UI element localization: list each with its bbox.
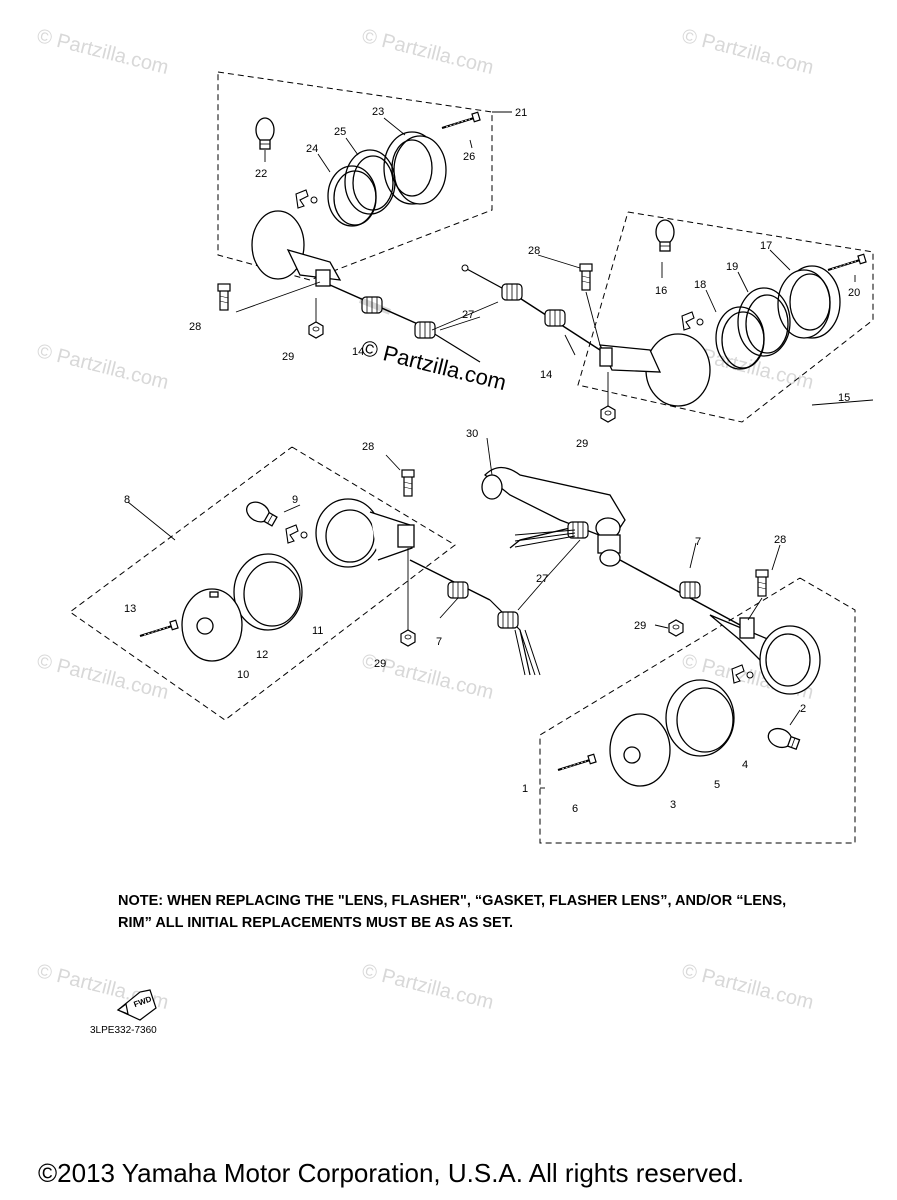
gasket-ring [665, 679, 735, 757]
callout-3: 3 [670, 799, 676, 811]
copyright: ©2013 Yamaha Motor Corporation, U.S.A. A… [38, 1158, 745, 1188]
diagram-code: 3LPE332-7360 [90, 1025, 157, 1036]
callout-13: 13 [124, 603, 136, 615]
flasher-housing [709, 614, 821, 695]
callout-5: 5 [714, 779, 720, 791]
callout-9: 9 [292, 494, 298, 506]
callout-22: 22 [255, 168, 267, 180]
callout-14b: 14 [540, 369, 552, 381]
callout-23: 23 [372, 106, 384, 118]
upper-left-flasher-group [217, 71, 493, 363]
callout-21: 21 [515, 107, 527, 119]
callout-28c: 28 [362, 441, 374, 453]
callout-11: 11 [312, 625, 323, 637]
gasket-ring [737, 287, 791, 357]
callout-19: 19 [726, 261, 738, 273]
callout-7b: 7 [695, 536, 701, 548]
callout-29b: 29 [576, 438, 588, 450]
callout-29d: 29 [634, 620, 646, 632]
callout-6: 6 [572, 803, 578, 815]
upper-right-flasher-group [431, 211, 874, 423]
flasher-housing [598, 333, 711, 407]
callout-28b: 28 [528, 245, 540, 257]
gasket-ring [233, 553, 303, 631]
callout-14a: 14 [352, 346, 364, 358]
callout-26: 26 [463, 151, 475, 163]
lens-ring [715, 306, 765, 370]
callout-8: 8 [124, 494, 130, 506]
callout-27b: 27 [536, 573, 548, 585]
callout-10: 10 [237, 669, 249, 681]
callout-20: 20 [848, 287, 860, 299]
callout-29c: 29 [374, 658, 386, 670]
callout-27a: 27 [462, 309, 474, 321]
callout-12: 12 [256, 649, 268, 661]
rim-ring [383, 131, 447, 205]
callout-29a: 29 [282, 351, 294, 363]
callouts: 21 22 23 25 24 26 28 29 14 27 28 16 17 1… [124, 106, 860, 815]
callout-28d: 28 [774, 534, 786, 546]
callout-16: 16 [655, 285, 667, 297]
bracket-stay [481, 466, 626, 567]
rim-lens [181, 588, 243, 662]
lower-right-flasher-group [539, 559, 856, 844]
callout-28a: 28 [189, 321, 201, 333]
callout-18: 18 [694, 279, 706, 291]
callout-17: 17 [760, 240, 772, 252]
rim-lens [609, 713, 671, 787]
rim-ring [777, 265, 841, 339]
callout-24: 24 [306, 143, 318, 155]
lens-ring [327, 165, 377, 227]
callout-30: 30 [466, 428, 478, 440]
callout-4: 4 [742, 759, 748, 771]
lower-left-flasher-group [69, 446, 541, 721]
flasher-housing [251, 210, 342, 287]
leader-lines [127, 111, 874, 789]
callout-15: 15 [838, 392, 850, 404]
callout-1: 1 [522, 783, 528, 795]
replacement-note: NOTE: WHEN REPLACING THE "LENS, FLASHER"… [118, 893, 787, 931]
callout-7a: 7 [436, 636, 442, 648]
callout-25: 25 [334, 126, 346, 138]
callout-2: 2 [800, 703, 806, 715]
flasher-housing [315, 498, 415, 568]
fwd-arrow-icon: FWD [116, 989, 157, 1021]
